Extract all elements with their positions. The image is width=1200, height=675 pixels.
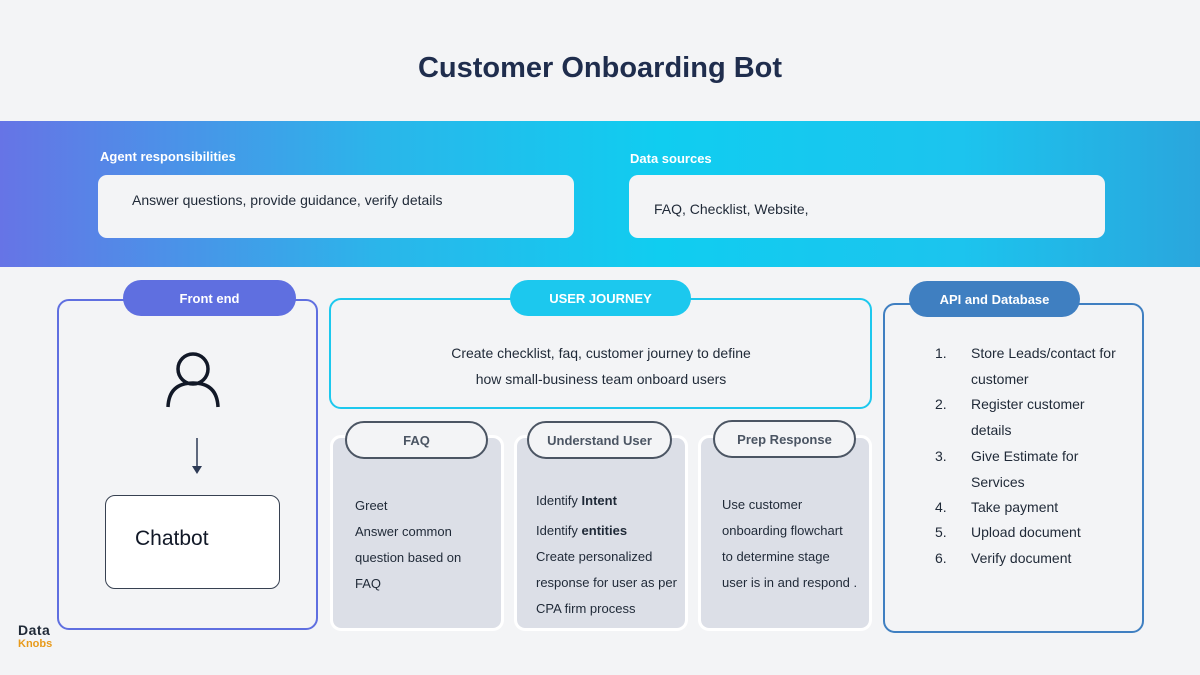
agent-responsibilities-label: Agent responsibilities xyxy=(100,149,236,164)
prep-response-pill: Prep Response xyxy=(713,420,856,458)
chatbot-label: Chatbot xyxy=(135,527,209,550)
faq-pill: FAQ xyxy=(345,421,488,459)
prep-line: to determine stage xyxy=(722,549,830,564)
api-database-panel xyxy=(883,303,1144,633)
understand-line: Create personalized xyxy=(536,549,653,564)
logo-text-bottom: Knobs xyxy=(18,638,53,650)
logo-text-top: Data xyxy=(18,622,51,638)
arrow-down-icon xyxy=(192,438,202,474)
prep-line: onboarding flowchart xyxy=(722,523,843,538)
faq-line: question based on xyxy=(355,550,462,565)
chatbot-box: Chatbot xyxy=(105,495,280,589)
data-sources-box: FAQ, Checklist, Website, xyxy=(629,175,1105,238)
understand-user-pill: Understand User xyxy=(527,421,672,459)
prep-response-text: Use customer onboarding flowchart to det… xyxy=(722,492,857,596)
understand-line: response for user as per xyxy=(536,575,677,590)
prep-line: Use customer xyxy=(722,497,803,512)
faq-line: FAQ xyxy=(355,576,382,591)
understand-line-intent: Identify Intent xyxy=(536,493,617,508)
data-sources-label: Data sources xyxy=(630,151,712,166)
prep-response-card xyxy=(698,435,872,631)
front-end-pill: Front end xyxy=(123,280,296,316)
faq-card xyxy=(330,435,504,631)
page-title: Customer Onboarding Bot xyxy=(417,52,783,84)
agent-responsibilities-text: Answer questions, provide guidance, veri… xyxy=(132,192,443,208)
understand-user-text: Identify Intent Identify entities Create… xyxy=(536,488,677,622)
data-sources-text: FAQ, Checklist, Website, xyxy=(654,201,809,217)
understand-line-entities: Identify entities xyxy=(536,523,628,538)
user-journey-text-line2: how small-business team onboard users xyxy=(475,371,727,387)
faq-text: Greet Answer common question based on FA… xyxy=(355,493,461,597)
understand-user-card xyxy=(514,435,688,631)
faq-line: Answer common xyxy=(355,524,452,539)
user-icon xyxy=(166,352,220,408)
user-journey-pill: USER JOURNEY xyxy=(510,280,691,316)
prep-line: user is in and respond . xyxy=(722,575,858,590)
understand-line: CPA firm process xyxy=(536,601,636,616)
user-journey-panel xyxy=(329,298,872,409)
user-journey-text-line1: Create checklist, faq, customer journey … xyxy=(451,345,751,361)
agent-responsibilities-box: Answer questions, provide guidance, veri… xyxy=(98,175,574,238)
faq-line: Greet xyxy=(355,498,388,513)
api-database-pill: API and Database xyxy=(909,281,1080,317)
